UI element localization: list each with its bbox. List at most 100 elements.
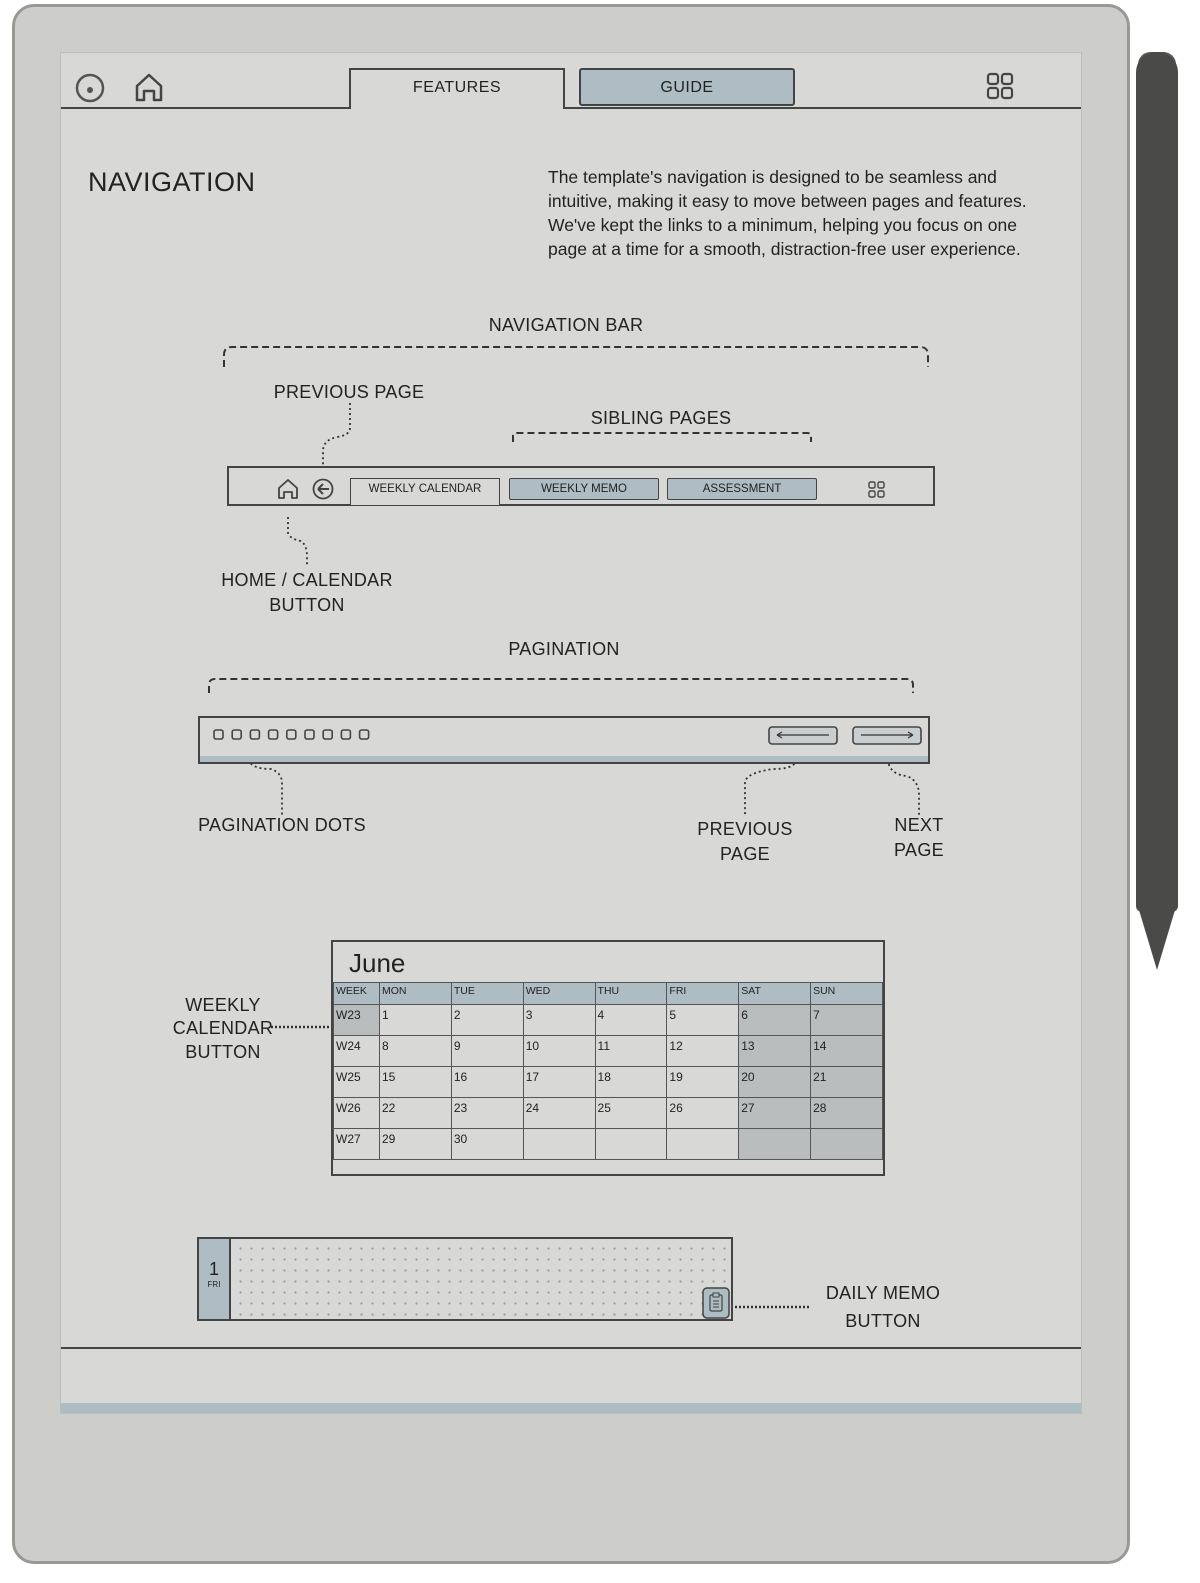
intro-text: The template's navigation is designed to… [548,167,1027,259]
prev-page-connector [322,403,351,465]
calendar-day[interactable]: 30 [450,1128,524,1160]
calendar-day[interactable] [738,1128,812,1160]
nav-bar-bracket [223,346,929,367]
sibling-pages-label: SIBLING PAGES [590,408,732,428]
previous-page-label-2: PAGE [720,844,770,864]
calendar-day[interactable]: 7 [810,1004,883,1036]
calendar-header: WEEK [333,982,380,1005]
weekly-calendar-label-2: CALENDAR [172,1018,274,1038]
home-connector [287,517,308,567]
pagination-dot [231,729,242,740]
calendar-header: THU [594,982,668,1005]
next-page-label-2: PAGE [894,840,944,860]
calendar-header: MON [378,982,452,1005]
grid-icon[interactable] [986,72,1014,100]
calendar-week-row: W24 8 9 10 11 12 13 14 [333,1035,883,1067]
calendar-day[interactable]: 4 [594,1004,668,1036]
calendar-day[interactable] [810,1128,883,1160]
calendar-header: SAT [738,982,812,1005]
calendar-day[interactable]: 26 [666,1097,740,1129]
calendar-day[interactable]: 23 [450,1097,524,1129]
topbar-divider [61,107,1081,109]
mini-tab-assessment: ASSESSMENT [667,478,817,500]
memo-day-number: 1 [208,1259,219,1279]
calendar-day[interactable]: 20 [738,1066,812,1098]
daily-memo-label-1: DAILY MEMO [825,1283,941,1303]
calendar-day[interactable] [522,1128,596,1160]
calendar-day[interactable] [594,1128,668,1160]
calendar-day[interactable]: 14 [810,1035,883,1067]
calendar-day[interactable]: 11 [594,1035,668,1067]
page-title: NAVIGATION [88,167,256,197]
previous-page-label: PREVIOUS PAGE [273,382,425,402]
calendar-day[interactable]: 21 [810,1066,883,1098]
calendar-day[interactable]: 15 [378,1066,452,1098]
memo-weekday: FRI [207,1280,221,1289]
calendar-week-row: W23 1 2 3 4 5 6 7 [333,1004,883,1036]
calendar-day[interactable]: 29 [378,1128,452,1160]
calendar-day[interactable]: 25 [594,1097,668,1129]
circle-dot-icon[interactable] [75,73,105,103]
tab-features[interactable]: FEATURES [349,68,565,109]
calendar-week-row: W27 29 30 [333,1128,883,1160]
next-page-arrow-button [852,726,922,745]
calendar-day[interactable]: 3 [522,1004,596,1036]
calendar-day[interactable]: 6 [738,1004,812,1036]
calendar-day[interactable]: 24 [522,1097,596,1129]
calendar-day[interactable]: 2 [450,1004,524,1036]
calendar-header-row: WEEK MON TUE WED THU FRI SAT SUN [333,982,883,1005]
bottom-strip [61,1403,1081,1413]
calendar-day[interactable] [666,1128,740,1160]
stylus-pen [1136,52,1178,912]
mini-tab-weekly-memo: WEEKLY MEMO [509,478,659,500]
calendar-day[interactable]: 13 [738,1035,812,1067]
sibling-bracket [512,432,812,442]
week-number-button[interactable]: W26 [333,1097,380,1129]
calendar-day[interactable]: 18 [594,1066,668,1098]
week-number-button[interactable]: W27 [333,1128,380,1160]
calendar-week-row: W25 15 16 17 18 19 20 21 [333,1066,883,1098]
prev-page-arrow-button [768,726,838,745]
bottombar-divider [61,1347,1081,1349]
calendar-day[interactable]: 17 [522,1066,596,1098]
top-icons [75,72,1014,103]
calendar-day[interactable]: 22 [378,1097,452,1129]
pagination-dot [286,729,297,740]
calendar-day[interactable]: 12 [666,1035,740,1067]
calendar-header: TUE [450,982,524,1005]
pagination-dot [322,729,334,740]
month-calendar: June WEEK MON TUE WED THU FRI SAT SUN W2… [331,940,885,1176]
calendar-grid: WEEK MON TUE WED THU FRI SAT SUN W23 1 2… [333,982,883,1160]
memo-date: 1 FRI [199,1239,231,1319]
clipboard-icon[interactable] [702,1287,732,1321]
mini-grid-icon [868,481,885,498]
calendar-week-row: W26 22 23 24 25 26 27 28 [333,1097,883,1129]
home-icon[interactable] [135,73,163,102]
pagination-dot [358,729,370,740]
tab-guide[interactable]: GUIDE [579,68,795,106]
calendar-day[interactable]: 27 [738,1097,812,1129]
daily-memo-strip: 1 FRI [197,1237,733,1321]
pagination-bracket [208,678,914,693]
calendar-day[interactable]: 1 [378,1004,452,1036]
pagination-dot [267,729,279,740]
prev-arrow-connector [744,749,796,815]
calendar-day[interactable]: 9 [450,1035,524,1067]
week-number-button[interactable]: W23 [333,1004,380,1036]
pagination-dot [304,729,315,740]
pagination-dot [249,729,261,740]
calendar-day[interactable]: 28 [810,1097,883,1129]
week-number-button[interactable]: W25 [333,1066,380,1098]
pagination-dot [213,729,224,740]
mini-home-icon [278,479,298,499]
calendar-day[interactable]: 5 [666,1004,740,1036]
pagination-dot [340,729,352,740]
mini-tab-weekly-calendar: WEEKLY CALENDAR [350,478,500,505]
pagination-dots-label: PAGINATION DOTS [198,815,366,835]
calendar-day[interactable]: 8 [378,1035,452,1067]
calendar-day[interactable]: 19 [666,1066,740,1098]
week-number-button[interactable]: W24 [333,1035,380,1067]
calendar-day[interactable]: 10 [522,1035,596,1067]
nav-bar-label: NAVIGATION BAR [488,315,644,335]
calendar-day[interactable]: 16 [450,1066,524,1098]
